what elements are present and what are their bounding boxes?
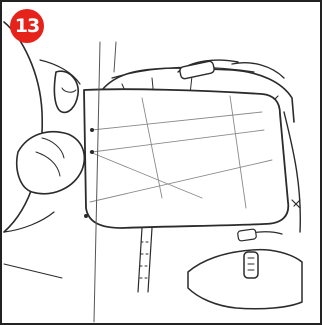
arm-icon (4, 22, 42, 232)
seat-cover-panel-icon (84, 89, 288, 228)
buckle-icon (138, 228, 302, 309)
step-number-badge: 13 (10, 9, 44, 43)
step-number: 13 (15, 15, 39, 37)
